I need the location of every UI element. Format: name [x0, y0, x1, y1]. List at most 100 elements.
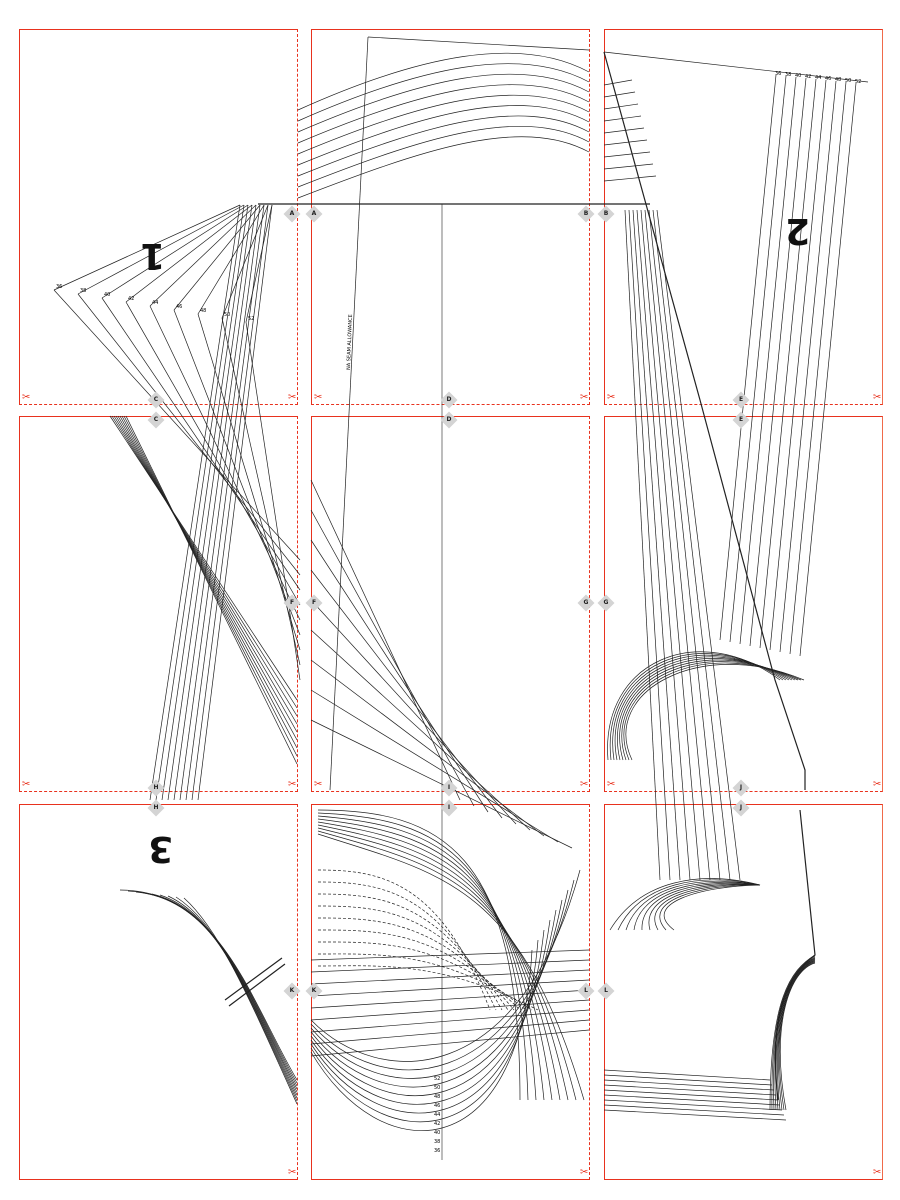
marker-label: A — [311, 210, 317, 217]
piece-diag — [125, 415, 298, 765]
piece3-notch — [224, 957, 286, 1007]
marker-f: F — [305, 594, 323, 612]
piece3-outer — [317, 815, 537, 1101]
size-label: 40 — [104, 292, 110, 298]
size-label: 38 — [785, 72, 791, 78]
size-label: 38 — [80, 288, 86, 294]
sleeve-diag — [310, 599, 517, 825]
hem-curve — [779, 961, 816, 1111]
size-label: 38 — [434, 1139, 440, 1145]
hem-curve — [778, 960, 816, 1111]
piece3-curve — [127, 890, 298, 1084]
marker-b: B — [597, 205, 615, 223]
piece-number-1: 1 — [140, 235, 166, 276]
piece2-tick — [603, 163, 654, 170]
hem-line — [603, 1074, 773, 1086]
size-label: 52 — [855, 79, 861, 85]
sleeve-curve — [297, 126, 590, 188]
piece2-drop — [652, 209, 731, 881]
collar-curve — [617, 879, 761, 931]
piece1-line — [197, 313, 301, 651]
sleeve-diag — [310, 689, 559, 843]
scissors-icon: ✂ — [873, 779, 882, 790]
marker-d: D — [440, 391, 458, 409]
size-label: 40 — [795, 73, 801, 79]
hem-curve — [777, 959, 816, 1111]
collar-curve — [625, 880, 761, 931]
hem-curve — [773, 956, 816, 1111]
sleeve-diag — [310, 479, 461, 801]
scissors-icon: ✂ — [22, 779, 31, 790]
piece2-tick — [603, 103, 639, 110]
marker-l: L — [577, 982, 595, 1000]
piece2-line — [729, 75, 787, 643]
piece1-line — [77, 293, 301, 576]
size-label: 42 — [128, 296, 134, 302]
top-edge — [367, 36, 590, 51]
size-label: 44 — [434, 1112, 440, 1118]
sleeve-curve — [297, 136, 590, 199]
piece2-tick — [603, 115, 642, 122]
piece2-line — [779, 80, 837, 653]
hem-line — [603, 1069, 771, 1081]
piece-diag — [121, 415, 298, 749]
sleeve-diag — [310, 509, 475, 807]
piece3-dashed — [317, 941, 527, 1011]
piece3-dashed — [317, 929, 521, 1011]
marker-c: C — [147, 411, 165, 429]
piece1-line — [125, 301, 301, 606]
piece2-line — [789, 81, 847, 655]
piece1-line — [197, 204, 265, 315]
hem-curve — [780, 962, 816, 1111]
sleeve-curve — [297, 73, 590, 133]
marker-g: G — [597, 594, 615, 612]
marker-g: G — [577, 594, 595, 612]
piece3-curve — [183, 897, 298, 1105]
piece2-edge — [603, 51, 816, 1101]
size-label: 48 — [835, 77, 841, 83]
marker-label: A — [289, 210, 295, 217]
size-label: 50 — [845, 78, 851, 84]
scissors-icon: ✂ — [288, 1167, 297, 1178]
marker-i: I — [440, 799, 458, 817]
marker-b: B — [577, 205, 595, 223]
marker-i: I — [440, 779, 458, 797]
piece3-curve — [135, 891, 298, 1087]
sleeve-diag — [310, 659, 545, 837]
piece2-drop — [644, 209, 711, 881]
marker-label: K — [289, 987, 295, 994]
armhole-curve — [617, 658, 793, 761]
piece2-line — [739, 76, 797, 645]
piece1-line — [101, 297, 301, 591]
marker-e: E — [732, 391, 750, 409]
marker-a: A — [283, 205, 301, 223]
sleeve-curve — [297, 105, 590, 166]
piece-diag — [113, 415, 298, 717]
piece2-tick — [603, 151, 651, 158]
piece2-tick — [603, 91, 636, 98]
armhole-curve — [612, 655, 787, 761]
piece2-line — [719, 74, 777, 641]
size-label: 46 — [434, 1103, 440, 1109]
piece3-curve — [159, 894, 298, 1096]
piece1-diag — [161, 204, 249, 801]
size-label: 36 — [56, 284, 62, 290]
size-label: 40 — [434, 1130, 440, 1136]
hem-curve — [775, 958, 816, 1111]
scissors-icon: ✂ — [314, 779, 323, 790]
piece3-curve — [151, 893, 298, 1093]
size-label: 44 — [152, 300, 158, 306]
piece-diag — [109, 415, 298, 701]
piece3-dashed — [317, 905, 509, 1011]
piece2-drop — [636, 209, 691, 881]
piece1-diag — [155, 204, 245, 801]
marker-label: J — [739, 784, 743, 791]
collar-curve — [648, 883, 761, 931]
marker-label: J — [739, 804, 743, 811]
piece3-horiz — [310, 979, 590, 997]
scissors-icon: ✂ — [288, 392, 297, 403]
marker-label: B — [583, 210, 589, 217]
marker-label: E — [738, 396, 744, 403]
size-label: 50 — [224, 312, 230, 318]
